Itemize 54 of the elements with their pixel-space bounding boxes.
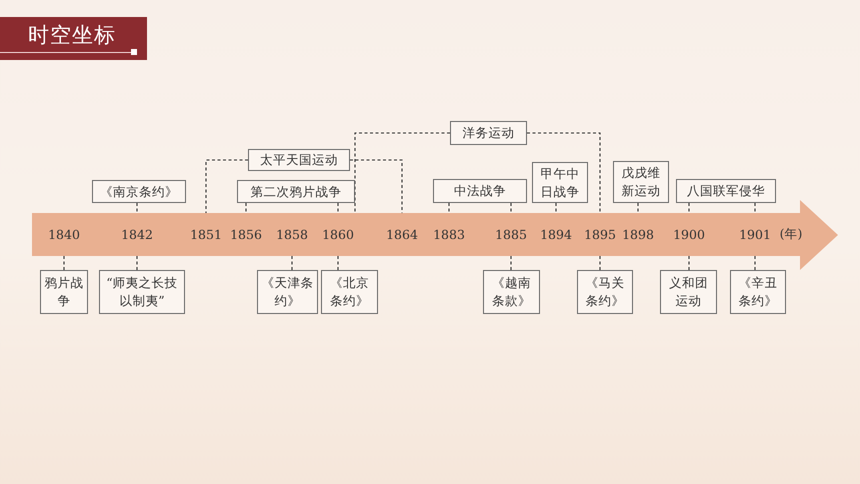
event-box: 《南京条约》 [92, 180, 186, 203]
leader-line [448, 203, 450, 213]
timeline-arrow [32, 200, 838, 270]
event-box: 《北京条约》 [321, 270, 378, 314]
unit-label: (年) [778, 225, 804, 243]
year-label: 1898 [618, 213, 658, 256]
leader-line [350, 159, 403, 213]
year-label: 1860 [318, 213, 358, 256]
event-box: 太平天国运动 [248, 149, 350, 171]
leader-line [136, 203, 138, 213]
year-label: 1856 [226, 213, 266, 256]
leader-line [245, 203, 247, 213]
leader-line [527, 132, 601, 213]
event-box: 鸦片战争 [40, 270, 88, 314]
leader-line [754, 203, 756, 213]
year-label: 1901 [735, 213, 775, 256]
year-label: 1842 [117, 213, 157, 256]
year-label: 1883 [429, 213, 469, 256]
leader-line [510, 203, 512, 213]
leader-line [688, 256, 690, 270]
year-label: 1900 [669, 213, 709, 256]
leader-line [354, 132, 450, 213]
leader-line [510, 256, 512, 270]
leader-line [688, 203, 690, 213]
year-label: 1885 [491, 213, 531, 256]
title-banner: 时空坐标 [0, 17, 147, 60]
year-label: 1894 [536, 213, 576, 256]
leader-line [291, 256, 293, 270]
year-label: 1851 [186, 213, 226, 256]
event-box: 八国联军侵华 [676, 179, 776, 203]
event-box: 第二次鸦片战争 [237, 180, 355, 203]
leader-line [337, 203, 339, 213]
year-label: 1858 [272, 213, 312, 256]
leader-line [555, 203, 557, 213]
event-box: 《天津条约》 [257, 270, 318, 314]
event-box: 中法战争 [433, 179, 527, 203]
event-box: 义和团运动 [660, 270, 717, 314]
event-box: “师夷之长技以制夷” [99, 270, 185, 314]
leader-line [599, 256, 601, 270]
year-label: 1840 [44, 213, 84, 256]
leader-line [637, 203, 639, 213]
event-box: 《辛丑条约》 [730, 270, 786, 314]
leader-line [754, 256, 756, 270]
event-box: 《越南条款》 [483, 270, 540, 314]
leader-line [136, 256, 138, 270]
event-box: 戊戌维新运动 [613, 161, 669, 203]
leader-line [205, 159, 248, 213]
event-box: 洋务运动 [450, 121, 527, 145]
leader-line [337, 256, 339, 270]
event-box: 甲午中日战争 [532, 162, 588, 203]
leader-line [63, 256, 65, 270]
year-label: 1864 [382, 213, 422, 256]
year-label: 1895 [580, 213, 620, 256]
event-box: 《马关条约》 [577, 270, 633, 314]
